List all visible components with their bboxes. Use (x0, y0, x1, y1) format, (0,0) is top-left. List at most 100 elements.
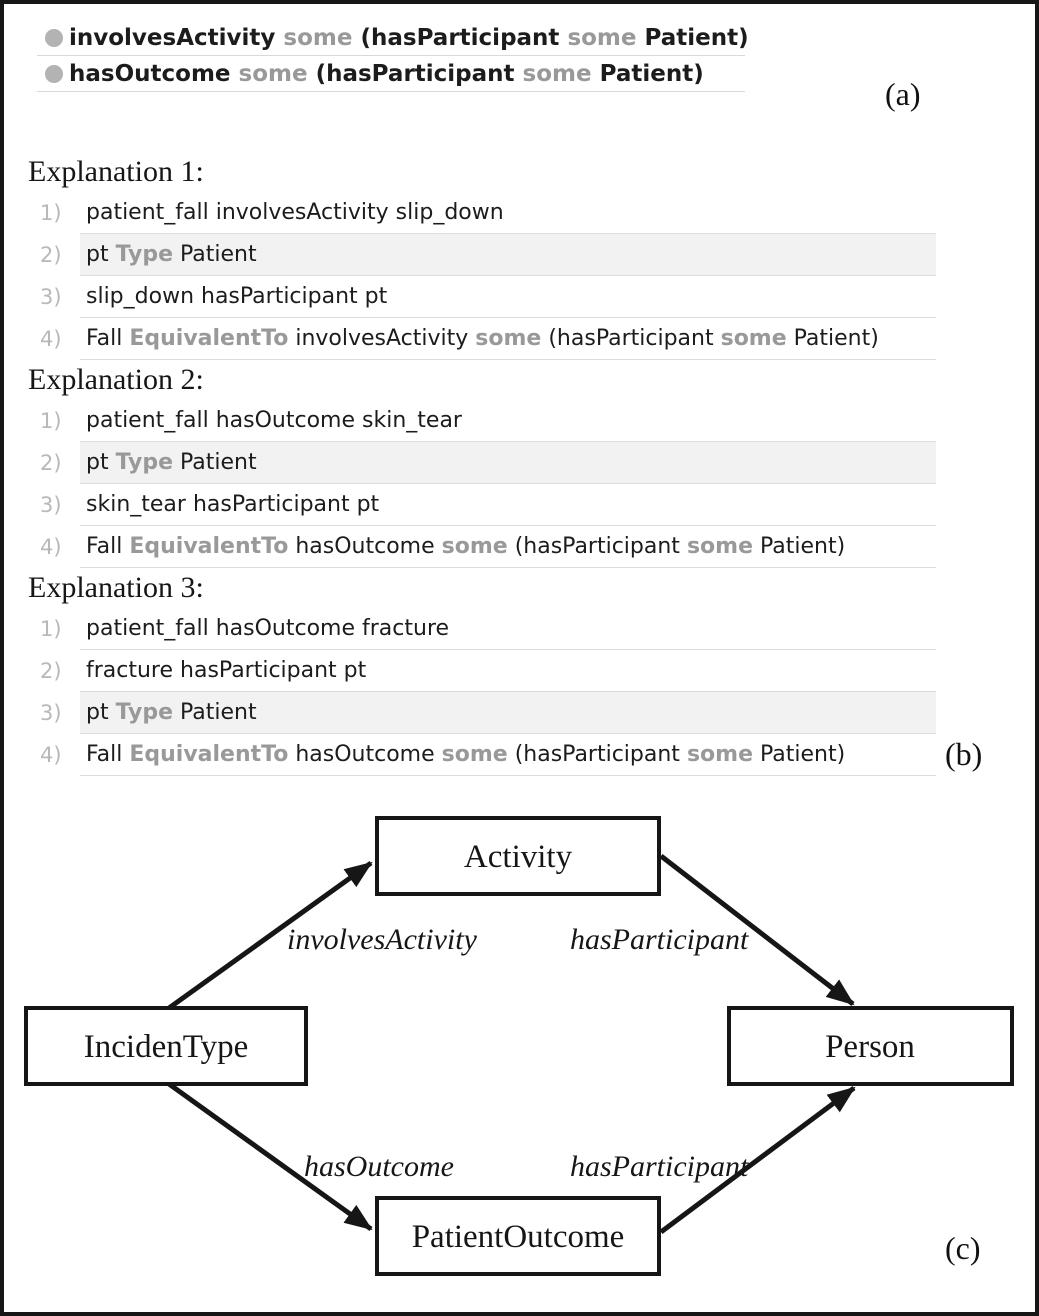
explanation-row: 2) fracture hasParticipant pt (28, 650, 936, 692)
owl-term: patient_fall hasOutcome skin_tear (86, 408, 462, 433)
explanation-axiom-text: fracture hasParticipant pt (80, 650, 936, 692)
owl-term: patient_fall hasOutcome fracture (86, 616, 450, 641)
owl-keyword: some (686, 534, 753, 559)
owl-term: (hasParticipant (307, 60, 523, 87)
explanation-axiom-text: Fall EquivalentTo involvesActivity some … (80, 318, 936, 360)
row-number: 1) (40, 201, 62, 225)
owl-term: Patient) (786, 326, 879, 351)
owl-term: (hasParticipant (541, 326, 721, 351)
panel-c-diagram: involvesActivity hasParticipant hasOutco… (24, 816, 1014, 1276)
owl-term: (hasParticipant (507, 742, 687, 767)
edge-hasoutcome-arrow (167, 1081, 373, 1232)
explanation-title: Explanation 2: (28, 363, 204, 396)
row-number: 4) (40, 743, 62, 767)
explanation-axiom-text: Fall EquivalentTo hasOutcome some (hasPa… (80, 526, 936, 568)
axiom-text: involvesActivity some (hasParticipant so… (69, 25, 749, 51)
owl-keyword: Type (115, 700, 173, 725)
owl-term: pt (86, 450, 116, 475)
class-expression-bullet-icon (45, 64, 63, 83)
explanation-row: 3) skin_tear hasParticipant pt (28, 484, 936, 526)
owl-keyword: some (441, 534, 508, 559)
owl-keyword: some (475, 326, 542, 351)
node-incidentype-label: IncidenType (84, 1029, 248, 1065)
owl-term: Patient) (591, 60, 704, 87)
edge-label-hasparticipant-top: hasParticipant (570, 923, 749, 956)
owl-term: fracture hasParticipant pt (86, 658, 367, 683)
explanations: Explanation 1: 1) patient_fall involvesAct… (28, 152, 936, 776)
owl-keyword: some (720, 326, 787, 351)
owl-term: involvesActivity (69, 24, 284, 51)
owl-term: skin_tear hasParticipant pt (86, 492, 380, 517)
owl-term: Fall (86, 742, 130, 767)
explanation-title: Explanation 1: (28, 155, 204, 188)
explanation-row: 3) slip_down hasParticipant pt (28, 276, 936, 318)
owl-term: hasOutcome (288, 534, 442, 559)
row-number: 3) (40, 701, 62, 725)
axiom-row: involvesActivity some (hasParticipant so… (37, 20, 749, 56)
owl-term: Patient) (636, 24, 749, 51)
owl-keyword: EquivalentTo (129, 742, 289, 767)
owl-keyword: Type (115, 242, 173, 267)
explanation-axiom-text: pt Type Patient (80, 442, 936, 484)
node-activity-box (375, 816, 661, 896)
row-number: 2) (40, 659, 62, 683)
row-number: 4) (40, 327, 62, 351)
owl-term: Fall (86, 534, 130, 559)
owl-keyword: Type (115, 450, 173, 475)
explanation-row: 1)patient_fall hasOutcome fracture (28, 608, 936, 650)
node-incidentype-box (24, 1006, 308, 1086)
owl-term: slip_down hasParticipant pt (86, 284, 388, 309)
subfigure-label-b: (b) (945, 736, 983, 772)
owl-term: involvesActivity (288, 326, 476, 351)
owl-keyword: some (522, 60, 592, 87)
owl-keyword: some (238, 60, 308, 87)
node-patientoutcome-label: PatientOutcome (412, 1219, 625, 1255)
owl-term: Patient (173, 700, 257, 725)
class-expression-bullet-icon (45, 28, 63, 47)
edge-hasparticipant-top-arrow (659, 854, 855, 1006)
owl-term: Patient) (753, 534, 846, 559)
edge-label-hasparticipant-bottom: hasParticipant (570, 1150, 749, 1183)
edge-label-hasoutcome: hasOutcome (304, 1150, 454, 1183)
owl-term: pt (86, 242, 116, 267)
explanation-row: 1) patient_fall involvesActivity slip_dow… (28, 192, 936, 234)
edge-label-involvesactivity: involvesActivity (287, 923, 478, 956)
explanation-axiom-text: patient_fall hasOutcome fracture (80, 608, 936, 650)
owl-keyword: some (283, 24, 353, 51)
explanation-axiom-text: patient_fall hasOutcome skin_tear (80, 400, 936, 442)
owl-term: (hasParticipant (507, 534, 687, 559)
explanation-row: 3) pt Type Patient (28, 692, 936, 734)
explanation-title: Explanation 3: (28, 571, 204, 604)
row-number: 4) (40, 535, 62, 559)
node-person-label: Person (825, 1029, 915, 1065)
owl-keyword: EquivalentTo (129, 534, 289, 559)
explanation-row: 4) Fall EquivalentTo hasOutcome some (has… (28, 526, 936, 568)
node-person-box (727, 1006, 1014, 1086)
row-number: 3) (40, 285, 62, 309)
subfigure-label-c: (c) (945, 1230, 981, 1266)
explanation-row: 1) patient_fall hasOutcome skin_tear (28, 400, 936, 442)
owl-keyword: some (567, 24, 637, 51)
owl-term: Patient) (753, 742, 846, 767)
explanation-axiom-text: skin_tear hasParticipant pt (80, 484, 936, 526)
explanation-axiom-text: Fall EquivalentTo hasOutcome some (hasPa… (80, 734, 936, 776)
axiom-list: involvesActivity some (hasParticipant so… (37, 20, 749, 92)
axiom-row: hasOutcome some (hasParticipant some Pat… (37, 56, 745, 92)
explanation-axiom-text: patient_fall involvesActivity slip_down (80, 192, 936, 234)
edge-involvesactivity-arrow (167, 860, 373, 1011)
explanation-row: 4) Fall EquivalentTo hasOutcome some (has… (28, 734, 936, 776)
owl-term: Patient (173, 242, 257, 267)
owl-term: (hasParticipant (352, 24, 568, 51)
subfigure-label-a: (a) (885, 76, 921, 112)
node-activity-label: Activity (464, 839, 573, 875)
owl-term: Patient (173, 450, 257, 475)
owl-term: hasOutcome (69, 60, 239, 87)
explanation-row: 2) pt Type Patient (28, 234, 936, 276)
row-number: 2) (40, 243, 62, 267)
row-number: 1) (40, 409, 62, 433)
explanation-axiom-text: pt Type Patient (80, 234, 936, 276)
row-number: 3) (40, 493, 62, 517)
explanation-row: 2)pt Type Patient (28, 442, 936, 484)
owl-term: pt (86, 700, 116, 725)
